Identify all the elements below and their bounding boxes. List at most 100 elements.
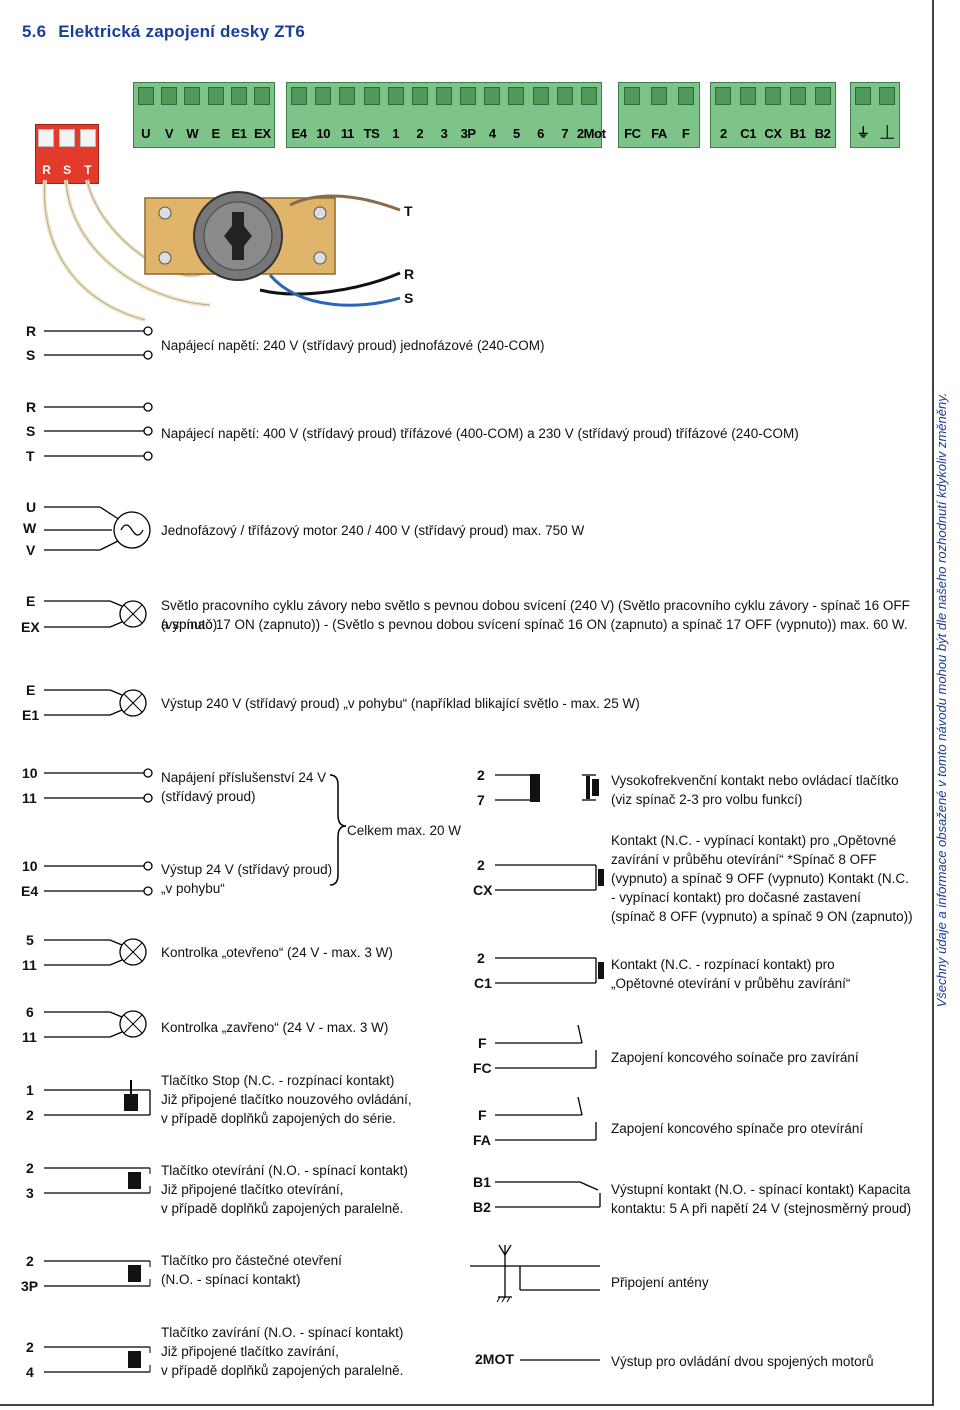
terminal-screw — [789, 87, 806, 105]
desc-partial-1: Tlačítko pro částečné otevření — [161, 1253, 342, 1268]
desc-open-2: Již připojené tlačítko otevírání, — [161, 1182, 344, 1197]
terminal-label: E — [211, 126, 221, 141]
terminal-block5-0: ⏚ — [851, 83, 875, 147]
terminal-block3-0: FC — [619, 83, 646, 147]
term-3: 3 — [26, 1185, 34, 1201]
terminal-screw — [184, 87, 201, 105]
desc-2mot: Výstup pro ovládání dvou spojených motor… — [611, 1354, 874, 1369]
terminal-screw — [764, 87, 781, 105]
terminal-block4-3: B1 — [785, 83, 810, 147]
terminal-block-antenna: ⏚⏊ — [850, 82, 900, 148]
term-11-3: 11 — [22, 1029, 37, 1045]
terminal-label: FC — [624, 126, 641, 141]
term-b2: B2 — [473, 1199, 491, 1215]
terminal-block2-12: 2Mot — [576, 83, 606, 147]
term-1: 1 — [26, 1082, 34, 1098]
term-fa: FA — [473, 1132, 491, 1148]
terminal-block2-4: 1 — [384, 83, 408, 147]
terminal-label: F — [681, 126, 690, 141]
wire-blue — [268, 274, 401, 307]
terminal-label: CX — [764, 126, 782, 141]
terminal-block2-0: E4 — [287, 83, 311, 147]
term-4: 4 — [26, 1364, 34, 1380]
terminal-label: W — [186, 126, 199, 141]
desc-24v-output-2: „v pohybu“ — [161, 881, 225, 896]
desc-courtesy-light-1: Světlo pracovního cyklu závory nebo svět… — [161, 598, 910, 632]
term-r-2-c: 2 — [477, 950, 485, 966]
terminal-screw — [532, 87, 549, 105]
terminal-screw — [435, 87, 452, 105]
desc-cx-3: (vypnuto) a spínač 9 OFF (vypnuto) Konta… — [611, 871, 909, 886]
terminal-label: U — [141, 126, 151, 141]
desc-power-3ph: Napájecí napětí: 400 V (střídavý proud) … — [161, 426, 799, 441]
terminal-screw — [460, 87, 477, 105]
term-e4: E4 — [21, 883, 39, 899]
desc-partial-2: (N.O. - spínací kontakt) — [161, 1272, 301, 1287]
terminal-red_block-1: S — [57, 125, 78, 183]
desc-fa: Zapojení koncového spínače pro otevírání — [611, 1121, 864, 1136]
terminal-label: T — [84, 163, 92, 177]
terminal-label: EX — [254, 126, 271, 141]
terminal-label: C1 — [740, 126, 757, 141]
terminal-block2-6: 3 — [432, 83, 456, 147]
terminal-label: 2 — [416, 126, 424, 141]
desc-cx-2: zavírání v průběhu otevírání“ *Spínač 8 … — [611, 852, 877, 867]
wire-label-s: S — [404, 290, 414, 306]
desc-power-1ph: Napájecí napětí: 240 V (střídavý proud) … — [161, 338, 545, 353]
terminal-screw — [38, 129, 55, 147]
term-5: 5 — [26, 932, 34, 948]
section-number: 5.6 — [22, 22, 47, 41]
term-w: W — [23, 520, 37, 536]
term-r-1: R — [26, 323, 37, 339]
term-ex: EX — [21, 619, 40, 635]
term-cx: CX — [473, 882, 493, 898]
terminal-block4-2: CX — [761, 83, 786, 147]
term-2-3: 2 — [26, 1253, 34, 1269]
terminal-screw — [315, 87, 332, 105]
terminal-block1-4: E1 — [227, 83, 250, 147]
terminal-block2-2: 11 — [335, 83, 359, 147]
desc-cx-1: Kontakt (N.C. - vypínací kontakt) pro „O… — [611, 833, 897, 848]
terminal-block1-5: EX — [251, 83, 274, 147]
term-7: 7 — [477, 792, 485, 808]
desc-24v-output-1: Výstup 24 V (střídavý proud) — [161, 862, 333, 877]
term-10-1: 10 — [22, 765, 38, 781]
term-6: 6 — [26, 1004, 34, 1020]
terminal-screw — [855, 87, 871, 105]
terminal-label: 3 — [440, 126, 448, 141]
terminal-red_block-2: T — [77, 125, 98, 183]
term-2-4: 2 — [26, 1339, 34, 1355]
terminal-screw — [814, 87, 831, 105]
wire-black — [259, 271, 401, 296]
term-v: V — [26, 542, 36, 558]
terminal-label: S — [63, 163, 71, 177]
terminal-label: ⏚ — [856, 125, 870, 140]
terminal-label: TS — [363, 126, 380, 141]
desc-stop-3: v případě doplňků zapojených do série. — [161, 1111, 396, 1126]
term-r-2: R — [26, 399, 37, 415]
desc-c1-2: „Opětovné otevírání v průběhu zavírání“ — [611, 976, 851, 991]
term-s-1: S — [26, 347, 36, 363]
terminal-screw — [79, 129, 96, 147]
desc-close-3: v případě doplňků zapojených paralelně. — [161, 1363, 404, 1378]
terminal-screw — [879, 87, 895, 105]
terminal-label: ⏊ — [880, 125, 894, 140]
terminal-screw — [624, 87, 641, 105]
term-f-2: F — [478, 1107, 487, 1123]
terminal-label: 2Mot — [576, 126, 606, 141]
terminal-block3-1: FA — [646, 83, 673, 147]
terminal-screw — [715, 87, 732, 105]
desc-flashing-light: Výstup 240 V (střídavý proud) „v pohybu“… — [161, 696, 640, 711]
term-11-1: 11 — [22, 790, 37, 806]
terminal-label: 7 — [561, 126, 569, 141]
terminal-screw — [508, 87, 525, 105]
term-f-1: F — [478, 1035, 487, 1051]
term-e1: E1 — [22, 707, 40, 723]
term-u: U — [26, 499, 37, 515]
term-b1: B1 — [473, 1174, 491, 1190]
wire-label-t: T — [404, 203, 413, 219]
wire-brown — [289, 194, 401, 212]
terminal-block1-0: U — [134, 83, 157, 147]
